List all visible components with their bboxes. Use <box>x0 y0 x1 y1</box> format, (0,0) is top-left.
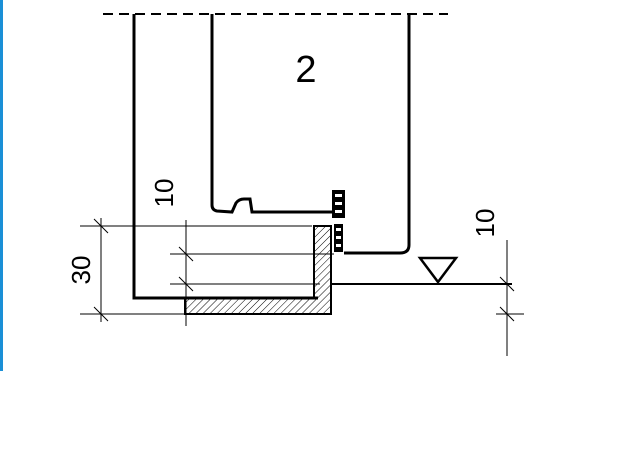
level-triangle-icon <box>417 256 459 285</box>
outer-frame <box>132 14 318 300</box>
dimension-label-right-10: 10 <box>470 209 500 238</box>
left-extension-lines <box>80 220 334 326</box>
dimension-line-30 <box>93 218 109 322</box>
dimension-label-left-10: 10 <box>149 179 179 208</box>
part-number-label: 2 <box>295 49 316 91</box>
hatched-angle-profile <box>184 225 332 315</box>
dimension-ticks-left-10 <box>178 246 194 292</box>
left-edge-bar <box>0 0 3 371</box>
dimension-label-30: 30 <box>66 256 96 285</box>
seal-gasket <box>332 190 345 252</box>
dimension-line-right-10 <box>496 240 524 356</box>
door-leaf-2 <box>210 14 411 255</box>
